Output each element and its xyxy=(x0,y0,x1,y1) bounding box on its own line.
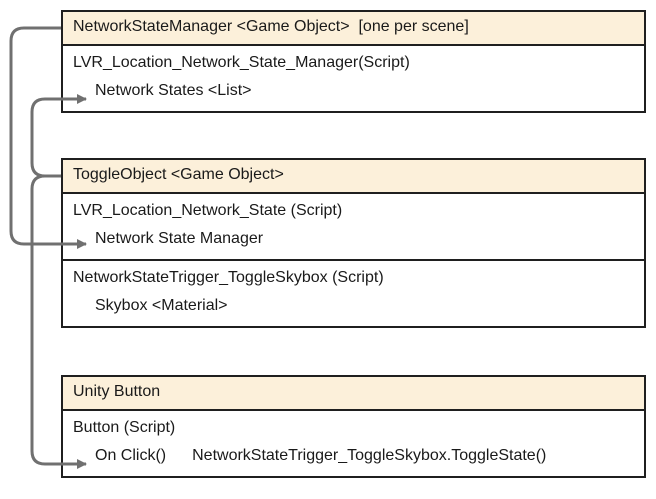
unity-button-title: Unity Button xyxy=(73,383,161,400)
button-script-label: Button (Script) xyxy=(73,419,176,436)
network-state-script-label: LVR_Location_Network_State (Script) xyxy=(73,202,343,219)
toggle-object-header: ToggleObject <Game Object> xyxy=(63,160,644,192)
network-state-manager-script-section: LVR_Location_Network_State_Manager(Scrip… xyxy=(63,44,644,111)
network-state-manager-header: NetworkStateManager <Game Object> [one p… xyxy=(63,12,644,44)
unity-button-header: Unity Button xyxy=(63,377,644,409)
skybox-material-field: Skybox <Material> xyxy=(95,297,228,314)
network-state-manager-box: NetworkStateManager <Game Object> [one p… xyxy=(61,10,646,113)
toggle-object-box: ToggleObject <Game Object> LVR_Location_… xyxy=(61,158,646,328)
button-script-section: Button (Script) On Click() NetworkStateTr… xyxy=(63,409,644,476)
toggle-object-title: ToggleObject <Game Object> xyxy=(73,166,284,183)
on-click-value: NetworkStateTrigger_ToggleSkybox.ToggleS… xyxy=(192,447,547,464)
network-state-manager-title: NetworkStateManager <Game Object> [one p… xyxy=(73,18,469,35)
on-click-field: On Click() NetworkStateTrigger_ToggleSkyb… xyxy=(73,442,634,470)
network-states-field: Network States <List> xyxy=(95,82,252,99)
on-click-label: On Click() xyxy=(95,447,167,464)
network-state-script-section: LVR_Location_Network_State (Script) Netw… xyxy=(63,192,644,259)
toggle-skybox-script-section: NetworkStateTrigger_ToggleSkybox (Script… xyxy=(63,259,644,326)
unity-button-box: Unity Button Button (Script) On Click() N… xyxy=(61,375,646,478)
network-state-manager-field: Network State Manager xyxy=(95,230,264,247)
toggle-skybox-script-label: NetworkStateTrigger_ToggleSkybox (Script… xyxy=(73,269,384,286)
network-state-manager-script-label: LVR_Location_Network_State_Manager(Scrip… xyxy=(73,54,410,71)
